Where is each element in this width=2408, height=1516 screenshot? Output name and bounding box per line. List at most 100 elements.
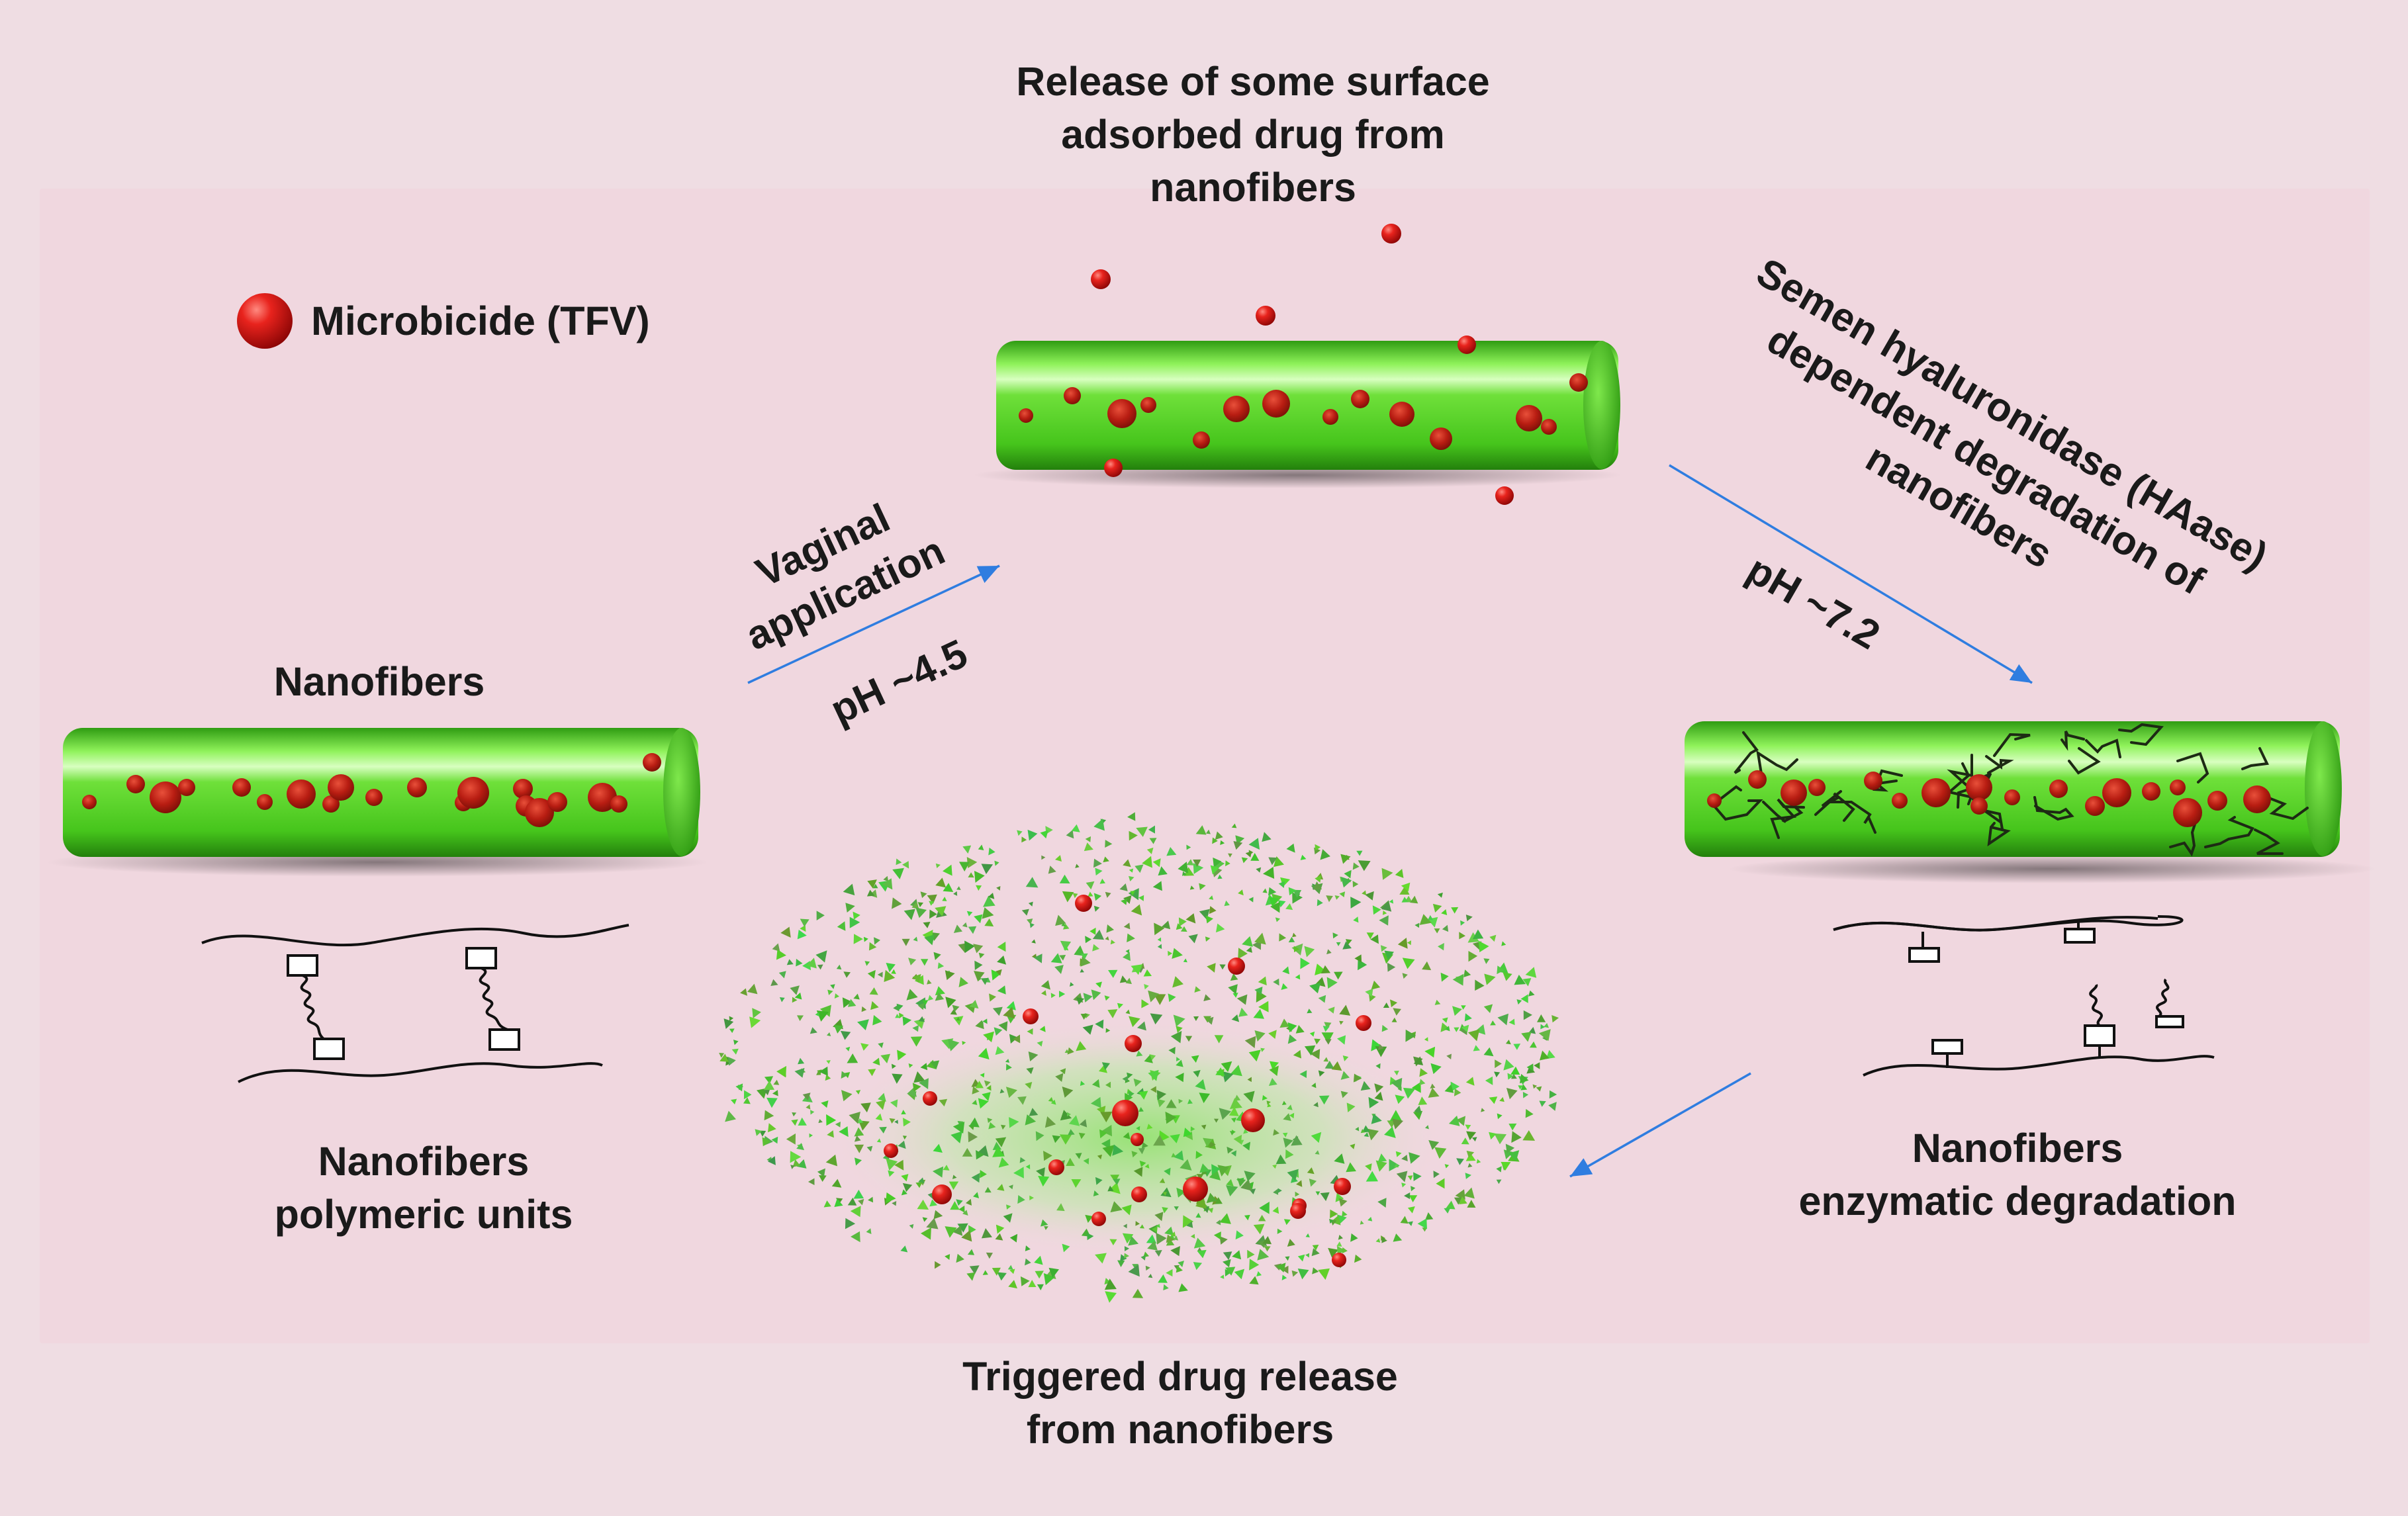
fiber-fragment	[897, 1049, 907, 1061]
fiber-fragment	[1295, 974, 1301, 980]
fiber-fragment	[1465, 914, 1473, 922]
fiber-fragment	[719, 1053, 729, 1062]
fiber-crack	[2169, 817, 2198, 857]
fiber-fragment	[939, 1098, 948, 1107]
fiber-fragment	[826, 1060, 831, 1064]
fiber-fragment	[1232, 1250, 1242, 1260]
fiber-fragment	[1430, 1083, 1436, 1089]
fiber-fragment	[1105, 1028, 1111, 1033]
fiber-fragment	[1313, 881, 1322, 890]
fiber-crack	[2118, 723, 2164, 746]
fiber-fragment	[909, 1224, 914, 1229]
fiber-fragment	[1123, 922, 1131, 930]
fiber-fragment	[1066, 830, 1074, 839]
fiber-fragment	[1362, 890, 1367, 896]
fiber-fragment	[1091, 1079, 1100, 1088]
fiber-fragment	[1264, 1246, 1271, 1252]
drug-particle	[1140, 397, 1156, 413]
fiber-fragment	[1489, 1132, 1497, 1140]
fiber-fragment	[1288, 887, 1297, 896]
fiber-fragment	[1203, 1137, 1213, 1147]
fiber-fragment	[1157, 944, 1162, 950]
drug-particle	[1381, 224, 1401, 244]
fiber-fragment	[1391, 1017, 1397, 1022]
fiber-fragment	[1059, 874, 1070, 884]
polymer-units-crosslinked	[201, 924, 629, 1083]
fiber-fragment	[767, 1156, 776, 1165]
fiber-fragment	[968, 1225, 976, 1234]
fiber-fragment	[1133, 1167, 1143, 1177]
fiber-fragment	[918, 1177, 925, 1184]
fiber-fragment	[1230, 1150, 1237, 1157]
fiber-fragment	[1113, 1179, 1121, 1185]
fiber-fragment	[1320, 849, 1330, 860]
fiber-fragment	[1339, 1004, 1351, 1016]
fiber-fragment	[1281, 1265, 1289, 1274]
fiber-fragment	[1017, 830, 1023, 836]
fiber-fragment	[1501, 941, 1506, 946]
fiber-fragment	[1465, 1077, 1475, 1086]
fiber-fragment	[1103, 856, 1109, 863]
fiber-fragment	[772, 1090, 778, 1096]
fiber-fragment	[1461, 1137, 1469, 1145]
fiber-fragment	[976, 885, 982, 891]
fiber-fragment	[953, 891, 958, 896]
fiber-fragment	[1039, 1026, 1046, 1032]
fiber-fragment	[902, 1016, 912, 1026]
fiber-fragment	[1548, 1102, 1557, 1111]
fiber-fragment	[1419, 1068, 1428, 1077]
fiber-fragment	[845, 1218, 856, 1229]
fiber-fragment	[1352, 862, 1360, 870]
fiber-fragment	[796, 1159, 807, 1169]
fiber-fragment	[1088, 891, 1093, 897]
fiber-fragment	[1503, 1149, 1514, 1159]
fiber-fragment	[1334, 895, 1340, 900]
polymer-units-degraded	[1833, 915, 2215, 1077]
fiber-fragment	[806, 1104, 811, 1110]
fiber-fragment	[1174, 1206, 1179, 1211]
fiber-fragment	[1107, 1009, 1118, 1018]
fiber-fragment	[1209, 1141, 1216, 1148]
fiber-fragment	[1161, 920, 1171, 930]
fiber-fragment	[1262, 888, 1268, 893]
fiber-fragment	[1080, 1013, 1088, 1020]
fiber-fragment	[1454, 1088, 1461, 1096]
fiber-crack	[2033, 796, 2074, 821]
fiber-fragment	[1525, 1108, 1534, 1118]
fiber-fragment	[966, 1272, 976, 1281]
fiber-fragment	[1418, 1096, 1428, 1105]
drug-particle	[1495, 486, 1514, 505]
fiber-fragment	[1174, 1150, 1184, 1161]
fiber-fragment	[796, 1143, 805, 1151]
fiber-fragment	[1281, 1274, 1287, 1280]
fiber-fragment	[1006, 1001, 1016, 1010]
drug-particle	[126, 775, 145, 793]
fiber-fragment	[1000, 1124, 1006, 1130]
fiber-fragment	[1507, 1073, 1514, 1080]
drug-particle	[1223, 396, 1250, 422]
fiber-fragment	[1324, 1061, 1334, 1069]
fiber-fragment	[1342, 1210, 1348, 1217]
fiber-fragment	[1417, 1218, 1427, 1229]
drug-particle	[1748, 770, 1767, 789]
fiber-fragment	[1336, 1035, 1346, 1045]
fiber-fragment	[806, 958, 817, 969]
fiber-fragment	[996, 1224, 1005, 1234]
fiber-fragment	[1338, 1198, 1348, 1207]
fiber-fragment	[1297, 1254, 1305, 1262]
fiber-fragment	[1131, 1151, 1138, 1158]
fiber-fragment	[1360, 1220, 1364, 1225]
fiber-fragment	[1086, 881, 1095, 890]
fiber-fragment	[952, 1121, 965, 1134]
fiber-fragment	[997, 985, 1006, 995]
fiber-fragment	[1276, 1263, 1286, 1272]
fiber-fragment	[950, 1131, 962, 1143]
fiber-fragment	[1025, 1245, 1031, 1251]
fiber-fragment	[1446, 1200, 1456, 1210]
fiber-fragment	[995, 1046, 1005, 1055]
fiber-fragment	[1288, 936, 1295, 943]
fiber-fragment	[723, 1018, 734, 1030]
fiber-fragment	[810, 1110, 815, 1115]
fiber-fragment	[943, 864, 952, 876]
fiber-fragment	[1132, 1288, 1144, 1298]
